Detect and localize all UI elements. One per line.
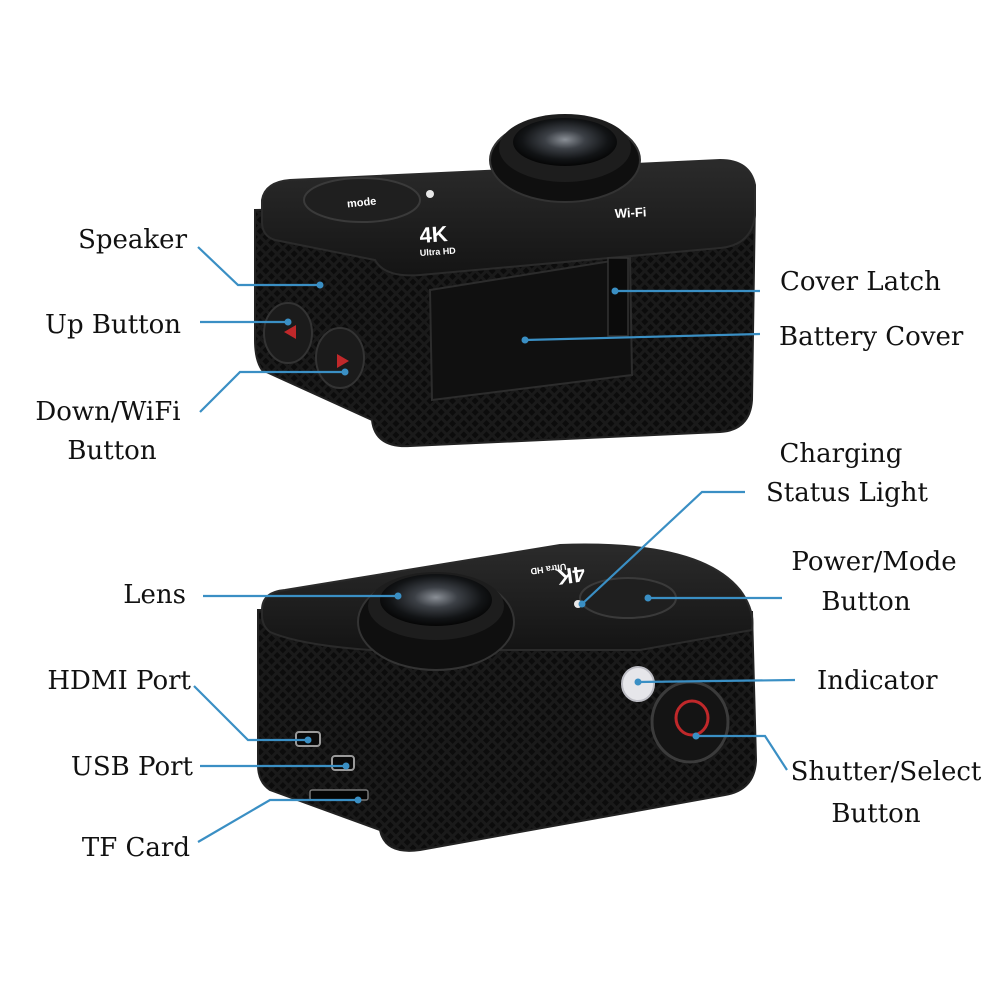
leader-tf-dot: [354, 796, 362, 804]
camera-bottom-view: 4K Ultra HD: [257, 543, 758, 852]
label-charging-2: Status Light: [766, 478, 929, 508]
top-lens: [489, 114, 641, 203]
label-hdmi-port: HDMI Port: [47, 666, 191, 696]
up-button-arrow-icon: [284, 325, 296, 339]
label-cover-latch: Cover Latch: [780, 267, 941, 297]
label-shutter-1: Shutter/Select: [791, 757, 982, 787]
leader-usb-dot: [342, 762, 350, 770]
leader-down-dot: [341, 368, 349, 376]
label-down-wifi-1: Down/WiFi: [35, 397, 180, 427]
top-4k-text: 4K: [419, 221, 449, 248]
top-labels: Speaker Up Button Down/WiFi Button Cover…: [35, 225, 963, 466]
label-tf-card: TF Card: [82, 833, 190, 863]
label-up-button: Up Button: [45, 310, 181, 340]
leader-indicator-dot: [634, 678, 642, 686]
leader-charging: [581, 490, 745, 605]
top-leaders: [197, 246, 761, 413]
leader-latch-dot: [611, 287, 619, 295]
cover-latch[interactable]: [607, 257, 629, 337]
leader-battery: [524, 332, 761, 342]
wifi-text: Wi-Fi: [614, 204, 646, 221]
battery-cover[interactable]: [428, 256, 634, 402]
leader-indicator: [637, 678, 796, 684]
label-shutter-2: Button: [831, 799, 920, 829]
leader-speaker: [197, 246, 320, 287]
mode-button-top[interactable]: [303, 177, 421, 223]
leader-up-dot: [284, 318, 292, 326]
down-button-arrow-icon: [337, 354, 349, 368]
camera-top-view: mode 4K Ultra HD Wi-Fi: [254, 114, 757, 448]
bottom-4k-text: 4K: [555, 561, 586, 590]
leader-tf: [197, 798, 358, 843]
label-speaker: Speaker: [78, 225, 187, 255]
leader-shutter: [696, 734, 788, 771]
label-power-mode-1: Power/Mode: [791, 547, 956, 577]
leader-shutter-dot: [692, 732, 700, 740]
leader-power-mode-dot: [644, 594, 652, 602]
top-ultrahd-text: Ultra HD: [419, 245, 456, 258]
shutter-select-button[interactable]: [650, 680, 730, 764]
bottom-leaders: [193, 490, 796, 843]
bottom-lens: [357, 572, 515, 671]
top-status-dot: [426, 190, 434, 198]
bottom-labels: Charging Status Light Power/Mode Button …: [47, 439, 982, 863]
leader-hdmi: [193, 685, 308, 742]
label-battery-cover: Battery Cover: [779, 322, 964, 352]
label-power-mode-2: Button: [821, 587, 910, 617]
label-lens: Lens: [123, 580, 186, 610]
label-down-wifi-2: Button: [67, 436, 156, 466]
label-usb-port: USB Port: [71, 752, 194, 782]
usb-port[interactable]: [331, 755, 355, 771]
mode-text: mode: [346, 196, 376, 211]
label-charging-1: Charging: [780, 439, 903, 469]
label-indicator: Indicator: [817, 666, 938, 696]
leader-speaker-dot: [316, 281, 324, 289]
leader-charging-dot: [578, 600, 586, 608]
leader-lens-dot: [394, 592, 402, 600]
leader-down: [199, 370, 345, 413]
leader-hdmi-dot: [304, 736, 312, 744]
shutter-ring-icon: [674, 699, 710, 737]
leader-battery-dot: [521, 336, 529, 344]
